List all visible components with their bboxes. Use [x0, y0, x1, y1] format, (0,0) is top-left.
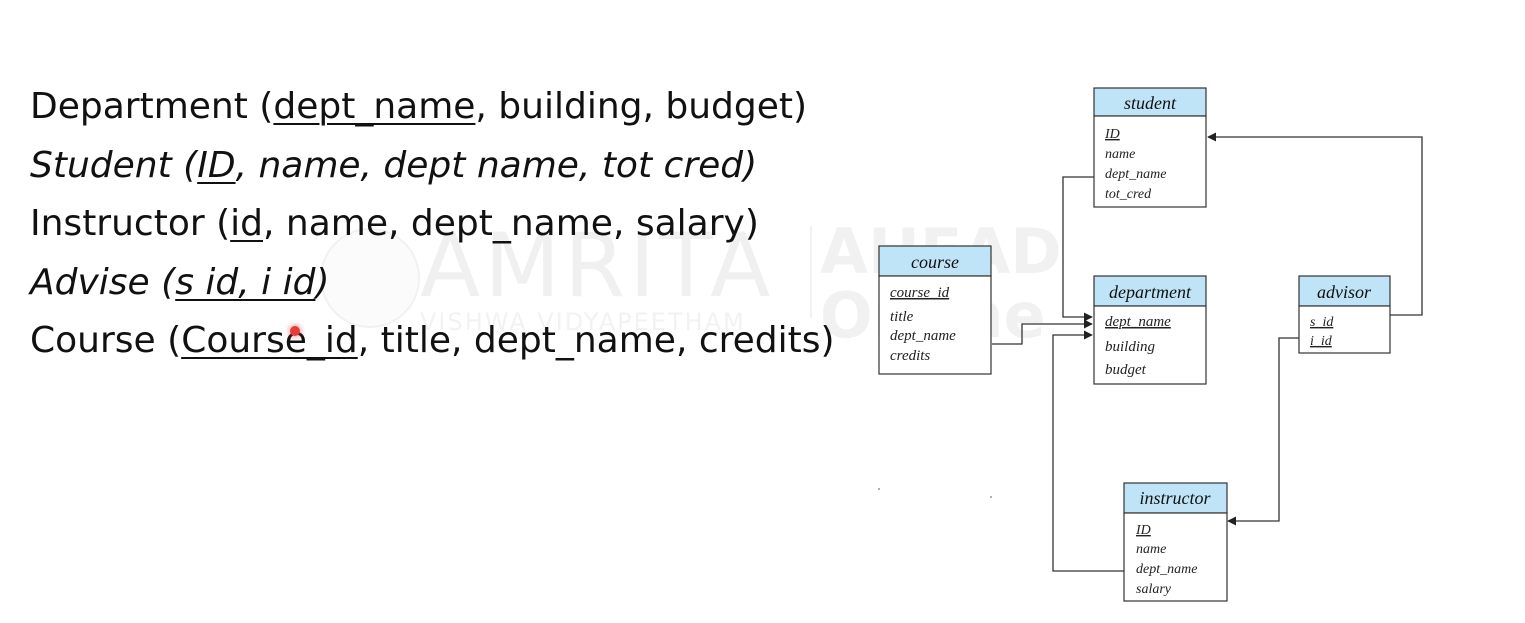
table-attr: dept_name	[890, 328, 956, 344]
table-instructor: instructor ID name dept_name salary	[1123, 482, 1228, 602]
table-title: student	[1124, 93, 1177, 113]
schema-attrs: )	[315, 261, 330, 303]
table-title: instructor	[1139, 488, 1211, 508]
schema-name: Student	[30, 144, 172, 186]
schema-instructor: Instructor (id, name, dept_name, salary)	[30, 203, 759, 244]
table-title: department	[1109, 282, 1192, 302]
schema-key: Course_id	[181, 320, 358, 361]
schema-key: ID	[197, 144, 236, 186]
schema-attrs: , name, dept name, tot cred)	[235, 144, 758, 186]
table-attr-key: ID	[1104, 127, 1120, 142]
connector-advisor-student	[1207, 132, 1423, 316]
table-student: student ID name dept_name tot_cred	[1093, 87, 1207, 208]
table-attr: tot_cred	[1105, 187, 1152, 202]
table-attr: dept_name	[1105, 167, 1166, 182]
schema-attrs: , name, dept_name, salary)	[263, 203, 759, 244]
table-body	[1123, 512, 1228, 602]
stray-dot	[878, 488, 880, 490]
table-attr-key: ID	[1135, 523, 1151, 538]
table-body	[1093, 305, 1207, 385]
table-attr-key: course_id	[890, 285, 950, 301]
connectors	[992, 132, 1423, 572]
schema-name: Advise	[30, 261, 150, 303]
stray-dot	[990, 496, 992, 498]
connector-instructor-department	[1052, 330, 1124, 572]
table-body	[1093, 115, 1207, 208]
connector-advisor-instructor	[1227, 337, 1299, 526]
table-attr: building	[1105, 339, 1156, 355]
table-attr: credits	[890, 348, 930, 364]
connector-course-department	[992, 319, 1093, 345]
table-department: department dept_name building budget	[1093, 275, 1207, 385]
laser-pointer-dot	[290, 326, 300, 336]
schema-key: id	[230, 203, 264, 244]
schema-attrs: , building, budget)	[475, 86, 808, 127]
table-advisor: advisor s_id i_id	[1298, 275, 1391, 354]
table-course: course course_id title dept_name credits	[878, 245, 992, 375]
table-body	[1298, 305, 1391, 354]
table-attr: title	[890, 309, 914, 325]
table-title: course	[911, 252, 959, 272]
table-attr-key: s_id	[1310, 315, 1334, 330]
table-body	[878, 275, 992, 375]
schema-key: dept_name	[273, 86, 476, 127]
table-attr-key: dept_name	[1105, 314, 1171, 330]
table-attr: name	[1136, 542, 1166, 557]
schema-department: Department (dept_name, building, budget)	[30, 86, 808, 127]
table-header	[1298, 275, 1391, 307]
table-header	[1123, 482, 1228, 514]
table-attr: budget	[1105, 362, 1147, 378]
table-attr-key: i_id	[1310, 334, 1333, 349]
schema-advise: Advise (s id, i id)	[30, 261, 330, 303]
table-header	[878, 245, 992, 277]
schema-student: Student (ID, name, dept name, tot cred)	[30, 144, 758, 186]
table-attr: name	[1105, 147, 1135, 162]
schema-key: s id, i id	[175, 261, 316, 303]
schema-name: Instructor	[30, 203, 205, 244]
schema-course: Course (Course_id, title, dept_name, cre…	[30, 320, 835, 361]
table-attr: salary	[1136, 582, 1172, 597]
schema-name: Course	[30, 320, 156, 361]
table-attr: dept_name	[1136, 562, 1197, 577]
schema-list: Department (dept_name, building, budget)…	[30, 78, 835, 371]
table-header	[1093, 87, 1207, 117]
table-title: advisor	[1317, 282, 1372, 302]
schema-attrs: , title, dept_name, credits)	[357, 320, 835, 361]
schema-name: Department	[30, 86, 248, 127]
connector-student-department	[1062, 176, 1094, 322]
